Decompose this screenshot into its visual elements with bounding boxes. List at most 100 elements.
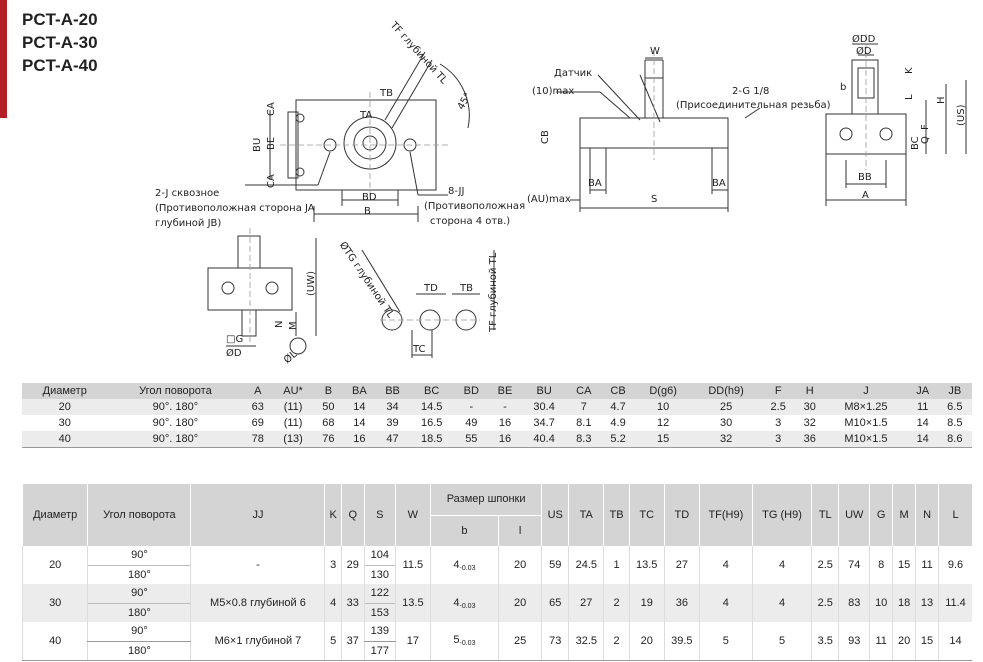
note-hole-2j: 2-J сквозное	[155, 188, 220, 199]
table-cell: 93	[838, 622, 870, 661]
table-cell: 180°	[87, 640, 191, 661]
table-cell: -	[488, 399, 522, 415]
column-header: BB	[375, 383, 410, 399]
table-cell: 90°. 180°	[107, 431, 244, 448]
dim-label-ba-right: BA	[712, 178, 726, 189]
model-list: PCT-A-20 PCT-A-30 PCT-A-40	[22, 8, 98, 77]
dim-label-h: H	[936, 96, 947, 104]
tolerance-value: -0.03	[459, 602, 476, 610]
table-cell: 90°	[87, 546, 191, 565]
table-cell: 11	[907, 399, 938, 415]
table-cell: 14	[353, 417, 366, 429]
table-cell: 69	[251, 417, 264, 429]
table-cell: 2.5	[761, 399, 796, 415]
dimension-table-main: Диаметр Угол поворота A AU* B BA BB BC B…	[22, 383, 972, 448]
dim-label-q: Q	[920, 136, 931, 144]
accent-bar	[0, 0, 7, 118]
table-cell: 30	[719, 417, 733, 429]
dim-label-ca-lower: CA	[266, 174, 277, 188]
table-cell: 4.9	[610, 417, 626, 429]
column-header: TC	[628, 484, 665, 546]
table-cell-key-width: 5-0.03	[429, 622, 499, 661]
table-cell: 14	[907, 431, 938, 448]
column-header: G	[869, 484, 893, 546]
table-cell: 2.5	[811, 584, 839, 622]
model-title: PCT-A-30	[22, 33, 98, 52]
table-cell: 24.5	[568, 546, 604, 584]
table-cell: 14	[938, 622, 972, 661]
table-cell: 13.5	[394, 584, 431, 622]
table-cell: 17	[394, 622, 431, 661]
dim-label-w: W	[650, 46, 660, 57]
column-header: JA	[907, 383, 938, 399]
table-cell: 11.4	[938, 584, 972, 622]
table-cell: 180°	[87, 602, 191, 622]
table-cell: 19	[628, 584, 665, 622]
table-cell: 73	[541, 622, 569, 661]
label-port-note: (Присоединительная резьба)	[676, 100, 831, 111]
column-header: AU*	[272, 383, 314, 399]
table-cell: 32	[803, 417, 816, 429]
table-row: 180°177	[23, 640, 973, 661]
column-header: JJ	[190, 484, 325, 546]
table-cell: 3	[775, 417, 782, 429]
tolerance-value: -0.03	[459, 564, 476, 572]
column-header: H	[795, 383, 825, 399]
table-cell: 83	[838, 584, 870, 622]
dim-label-a: A	[862, 190, 869, 201]
dim-label-f: F	[920, 124, 931, 130]
table-cell: 13.5	[628, 546, 665, 584]
table-cell: 39	[386, 417, 399, 429]
table-cell: 3.5	[811, 622, 839, 661]
table-cell: 65	[541, 584, 569, 622]
dim-label-td: TD	[424, 283, 438, 294]
column-header: A	[243, 383, 273, 399]
dim-label-d: ØD	[856, 46, 872, 57]
table-cell: 15	[892, 546, 916, 584]
table-cell: 8.3	[566, 431, 601, 448]
dim-label-tb-detail: TB	[460, 283, 473, 294]
dim-label-b-key: b	[840, 82, 847, 93]
table-cell: 39.5	[663, 622, 700, 661]
column-header: Угол поворота	[87, 484, 191, 546]
dim-label-be: BE	[266, 136, 277, 150]
table-cell: 20	[892, 622, 916, 661]
column-header: Диаметр	[21, 484, 88, 546]
table-cell: 16	[342, 431, 376, 448]
model-title: PCT-A-40	[22, 56, 98, 75]
table-cell: 13	[915, 584, 939, 622]
column-header: D(g6)	[635, 383, 692, 399]
column-header: JB	[937, 383, 972, 399]
table-cell: 76	[313, 431, 343, 448]
table-cell: 8.6	[937, 431, 972, 448]
column-header: US	[541, 484, 569, 546]
table-cell: 40.4	[521, 431, 567, 448]
column-header: Угол поворота	[107, 383, 244, 399]
column-header: CB	[600, 383, 636, 399]
table-cell: M5×0.8 глубиной 6	[190, 584, 325, 622]
table-cell: 16.5	[420, 417, 443, 429]
table-cell: 4	[698, 584, 753, 622]
dim-label-cb: CB	[540, 130, 551, 144]
table-cell: 55	[454, 431, 489, 448]
table-cell-key-width: 4-0.03	[429, 546, 499, 584]
table-cell: 29	[340, 546, 365, 584]
table-cell: 90°	[87, 584, 191, 603]
table-cell: 36	[795, 431, 825, 448]
dim-label-bb: BB	[858, 172, 872, 183]
dim-label-au-max: (AU)max	[527, 194, 571, 205]
table-cell: 32.5	[568, 622, 604, 661]
column-header: UW	[838, 484, 870, 546]
table-cell: 3	[324, 546, 342, 584]
label-sensor: Датчик	[554, 68, 593, 79]
table-cell: 15	[635, 431, 692, 448]
note-hole-8jj: 8-JJ	[448, 186, 465, 197]
table-cell: -	[190, 546, 325, 584]
table-row: 180°130	[23, 564, 973, 584]
table-cell: 36	[663, 584, 700, 622]
table-cell: 68	[322, 417, 335, 429]
